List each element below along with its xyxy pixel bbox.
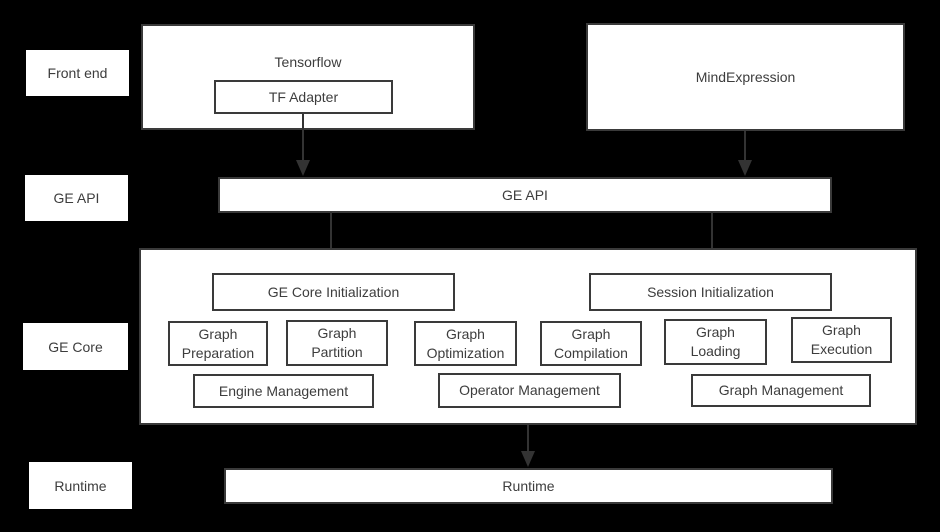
ge-core-initialization-box: GE Core Initialization: [212, 273, 455, 311]
graph-management-box: Graph Management: [691, 374, 871, 407]
graph-preparation-box: Graph Preparation: [168, 321, 268, 366]
arrow-mind-expression-to-ge-api: [738, 131, 752, 176]
tensorflow-label: Tensorflow: [274, 54, 342, 70]
graph-loading-box: Graph Loading: [664, 319, 767, 365]
tf-adapter-box: TF Adapter: [214, 80, 393, 114]
arrow-tf-adapter-to-ge-api: [296, 114, 310, 176]
row-label-ge-api: GE API: [25, 175, 128, 221]
arrow-ge-core-to-runtime: [521, 425, 535, 467]
row-label-runtime: Runtime: [29, 462, 132, 509]
engine-management-box: Engine Management: [193, 374, 374, 408]
mind-expression-box: MindExpression: [586, 23, 905, 131]
ge-api-bar: GE API: [218, 177, 832, 213]
graph-execution-box: Graph Execution: [791, 317, 892, 363]
graph-compilation-box: Graph Compilation: [540, 321, 642, 366]
runtime-bar: Runtime: [224, 468, 833, 504]
operator-management-box: Operator Management: [438, 373, 621, 408]
row-label-ge-core: GE Core: [23, 323, 128, 370]
session-initialization-box: Session Initialization: [589, 273, 832, 311]
tensorflow-box: Tensorflow: [141, 24, 475, 130]
graph-optimization-box: Graph Optimization: [414, 321, 517, 366]
row-label-front-end: Front end: [26, 50, 129, 96]
graph-partition-box: Graph Partition: [286, 320, 388, 366]
